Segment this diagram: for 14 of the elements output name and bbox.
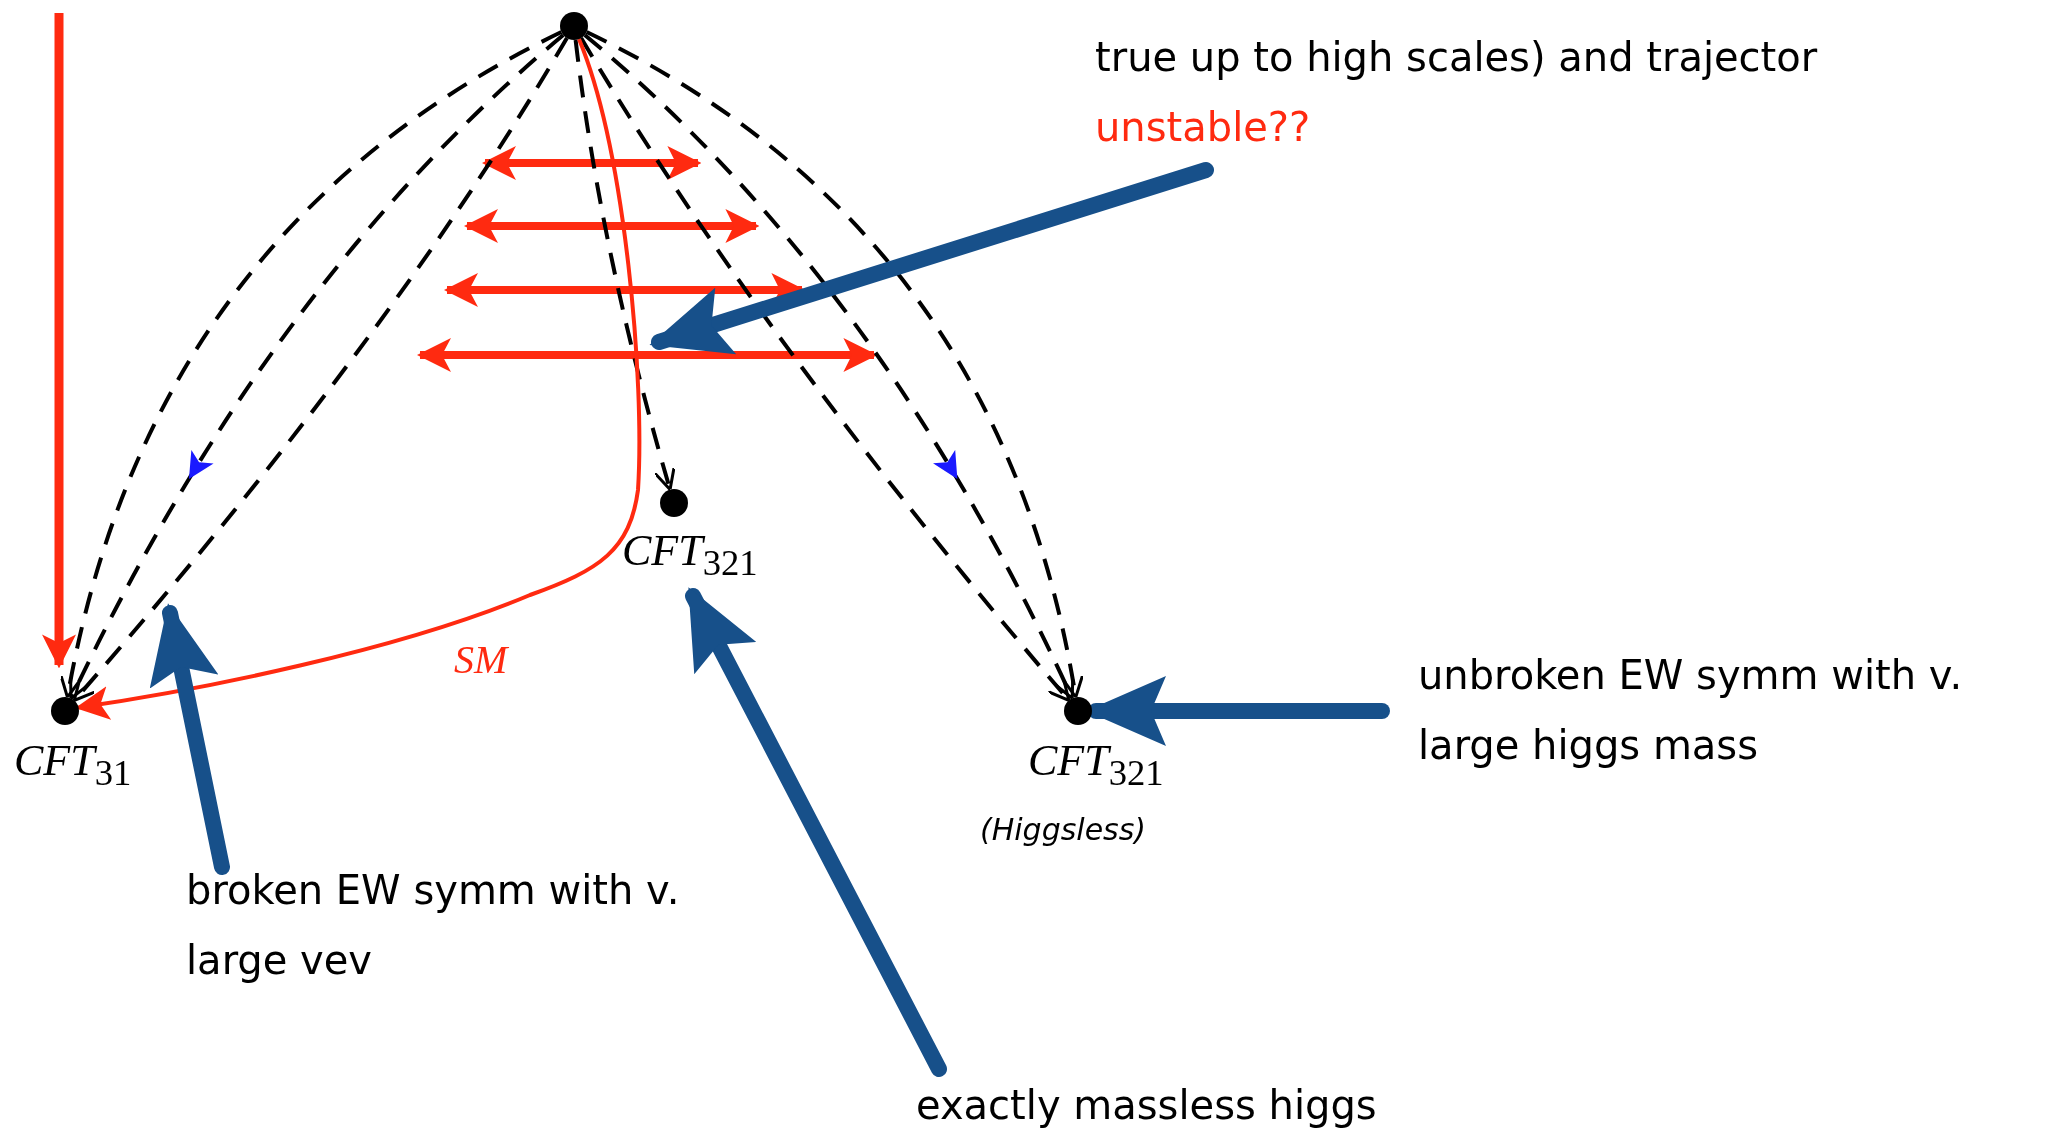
pointer-arrow: [649, 162, 1214, 355]
annotation-text: exactly massless higgs: [916, 1081, 1378, 1130]
point-label: CFT$_{321}$: [622, 525, 758, 584]
fixed-point-dot: [560, 12, 588, 40]
pointer-arrow: [149, 603, 230, 875]
annotation-text: unstable??: [1095, 103, 1312, 152]
flow-line: [573, 39, 676, 492]
annotation-text: true up to high scales) and trajector: [1095, 33, 1819, 82]
point-label: CFT$_{321}$: [1028, 735, 1164, 794]
annotation-text: broken EW symm with v. large vev: [186, 866, 681, 985]
point-label: CFT$_{31}$: [14, 735, 132, 794]
annotation-text: unbroken EW symm with v. large higgs mass: [1418, 651, 1964, 770]
pointer-arrow: [685, 587, 947, 1077]
note: (Higgsless): [980, 812, 1147, 847]
